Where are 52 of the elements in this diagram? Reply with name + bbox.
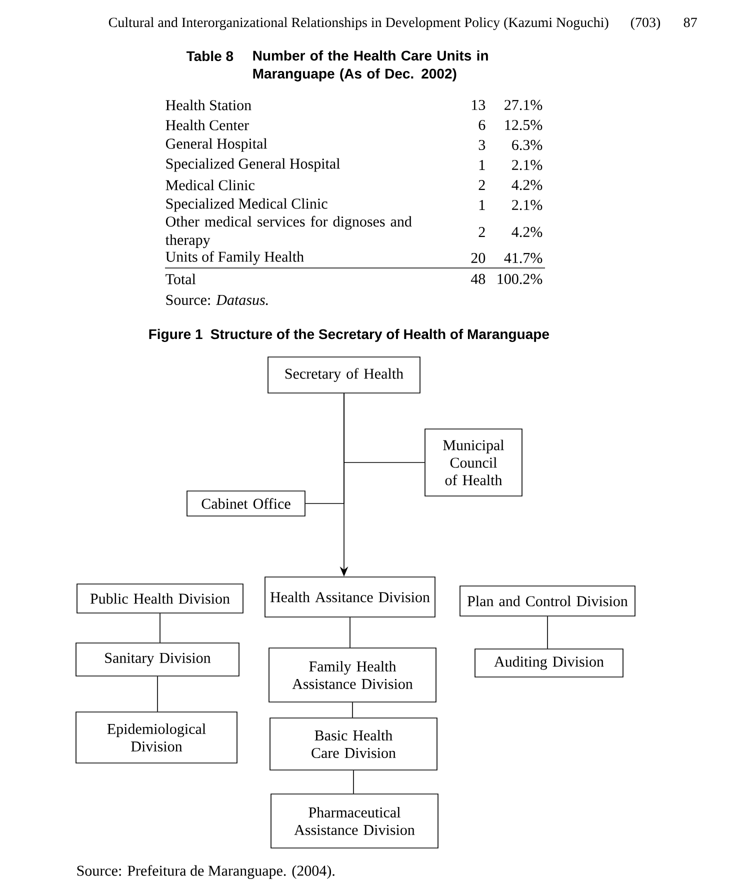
figure-number: Figure 1 <box>149 328 202 342</box>
table-cell: 13 <box>472 100 486 110</box>
org-box: Basic Health Care Division <box>270 718 438 770</box>
table-cell: Specialized General Hospital <box>166 158 340 172</box>
running-header: Cultural and Interorganizational Relationships in Development Policy (Kazumi Noguchi) <box>108 17 608 30</box>
table-cell: 1 <box>479 160 485 170</box>
table-cell: General Hospital <box>166 138 268 152</box>
table-cell: Health Station <box>166 100 252 110</box>
table-cell: 100.2% <box>498 274 542 284</box>
table-cell: 41.7% <box>504 252 542 264</box>
page-number: 87 <box>684 18 697 28</box>
table-cell: 2 <box>478 180 485 190</box>
table-cell: 1 <box>479 200 485 210</box>
org-box: Sanitary Division <box>76 642 240 676</box>
table-cell: Health Center <box>166 120 249 130</box>
connector-line <box>157 676 158 712</box>
table-number: Table 8 <box>186 50 234 62</box>
org-box: Health Assitance Division <box>264 576 436 618</box>
table-cell: 27.1% <box>504 100 542 110</box>
org-box: Municipal Council of Health <box>424 428 522 496</box>
table-cell: 2.1% <box>512 160 542 170</box>
table-cell: 6.3% <box>512 140 542 150</box>
figure-title: Structure of the Secretary of Health of Maranguape <box>210 328 550 342</box>
org-box: Secretary of Health <box>268 356 420 394</box>
org-box: Auditing Division <box>474 648 624 678</box>
table-cell: Medical Clinic <box>166 180 254 190</box>
table-cell: Total <box>166 274 196 284</box>
source-note: Source: Datasus. <box>166 294 268 306</box>
table-cell: 48 <box>470 274 486 284</box>
source-note: Source: Prefeitura de Maranguape. (2004). <box>77 865 334 879</box>
table-cell: 4.2% <box>512 226 542 238</box>
org-box: Family Health Assistance Division <box>268 648 436 702</box>
table-cell: 2 <box>478 227 485 237</box>
org-box: Pharmaceutical Assistance Division <box>270 794 438 848</box>
org-box: Public Health Division <box>76 584 244 614</box>
table-cell: 3 <box>478 140 486 150</box>
table-cell: 6 <box>478 120 486 130</box>
connector-line <box>547 616 548 649</box>
running-header: (703) <box>630 17 660 30</box>
table-cell: 20 <box>471 252 486 264</box>
table-cell: Specialized Medical Clinic <box>166 198 328 212</box>
connector-line <box>352 702 353 718</box>
table-cell: Other medical services for dignoses and therapy <box>166 216 412 248</box>
table-cell: 12.5% <box>505 120 542 130</box>
org-box: Plan and Control Division <box>460 586 636 616</box>
org-box: Epidemiological Division <box>76 712 238 764</box>
connector-line <box>353 770 354 794</box>
table-cell: 2.1% <box>512 200 542 210</box>
org-box: Cabinet Office <box>186 490 306 516</box>
table-cell: Units of Family Health <box>166 251 304 265</box>
table-cell: 4.2% <box>512 180 542 190</box>
table-title: Number of the Health Care Units in Maranguape (As of Dec. 2002) <box>253 50 488 82</box>
